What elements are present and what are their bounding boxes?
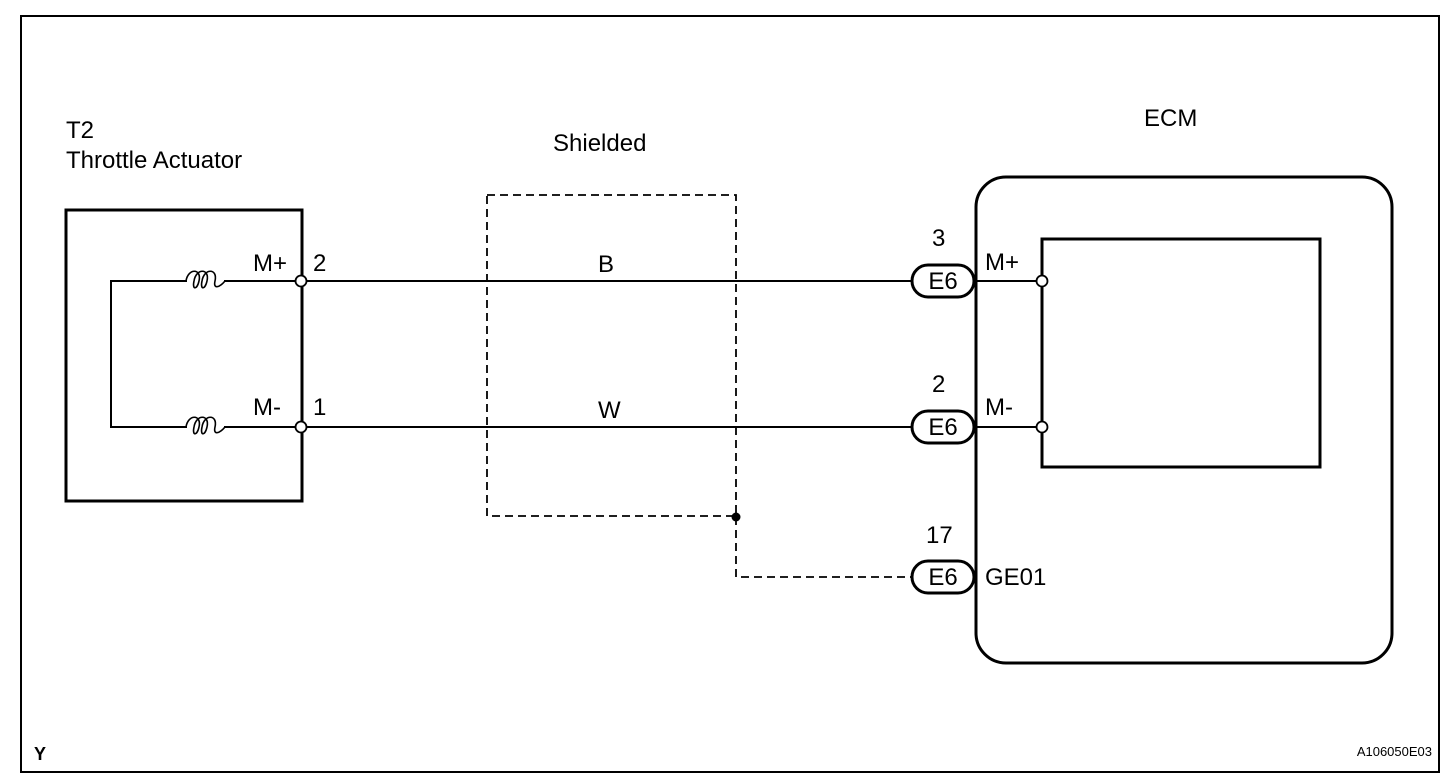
connector-badge bbox=[910, 263, 976, 299]
terminal-icon bbox=[1035, 420, 1049, 434]
coil-icon bbox=[185, 270, 226, 289]
shield-drain-wire bbox=[735, 517, 912, 578]
shield-junction-dot bbox=[731, 512, 741, 522]
terminal-icon bbox=[294, 420, 308, 434]
actuator-pin-mminus-label: M- bbox=[253, 394, 281, 421]
corner-mark: Y bbox=[34, 744, 46, 764]
connector-code: E6 bbox=[928, 564, 957, 591]
actuator-pin-mminus-number: 1 bbox=[313, 394, 326, 421]
shield-box bbox=[486, 194, 737, 517]
actuator-name: Throttle Actuator bbox=[66, 147, 242, 174]
ecm-pin-label: M+ bbox=[985, 249, 1019, 276]
connector-code: E6 bbox=[928, 414, 957, 441]
actuator-pin-mplus-number: 2 bbox=[313, 250, 326, 277]
ecm-title: ECM bbox=[1144, 105, 1197, 132]
connector-badge bbox=[910, 409, 976, 445]
ecm-pin-label: GE01 bbox=[985, 564, 1046, 591]
wire-color-top: B bbox=[598, 251, 614, 278]
actuator-internal-wire bbox=[110, 280, 187, 428]
ecm-pin-number: 17 bbox=[926, 522, 953, 549]
ecm-pin-label: M- bbox=[985, 394, 1013, 421]
terminal-icon bbox=[1035, 274, 1049, 288]
ecm-pin-number: 2 bbox=[932, 371, 945, 398]
diagram-frame bbox=[20, 15, 1440, 773]
wire-color-bottom: W bbox=[598, 397, 621, 424]
coil-icon bbox=[185, 416, 226, 435]
shield-label: Shielded bbox=[553, 130, 646, 157]
actuator-box bbox=[64, 208, 304, 503]
figure-id: A106050E03 bbox=[1357, 744, 1432, 759]
ecm-inner-box bbox=[1040, 237, 1322, 469]
ecm-pin-number: 3 bbox=[932, 225, 945, 252]
actuator-code: T2 bbox=[66, 117, 94, 144]
terminal-icon bbox=[294, 274, 308, 288]
actuator-pin-mplus-label: M+ bbox=[253, 250, 287, 277]
connector-code: E6 bbox=[928, 268, 957, 295]
ecm-box bbox=[974, 175, 1394, 665]
connector-badge bbox=[910, 559, 976, 595]
